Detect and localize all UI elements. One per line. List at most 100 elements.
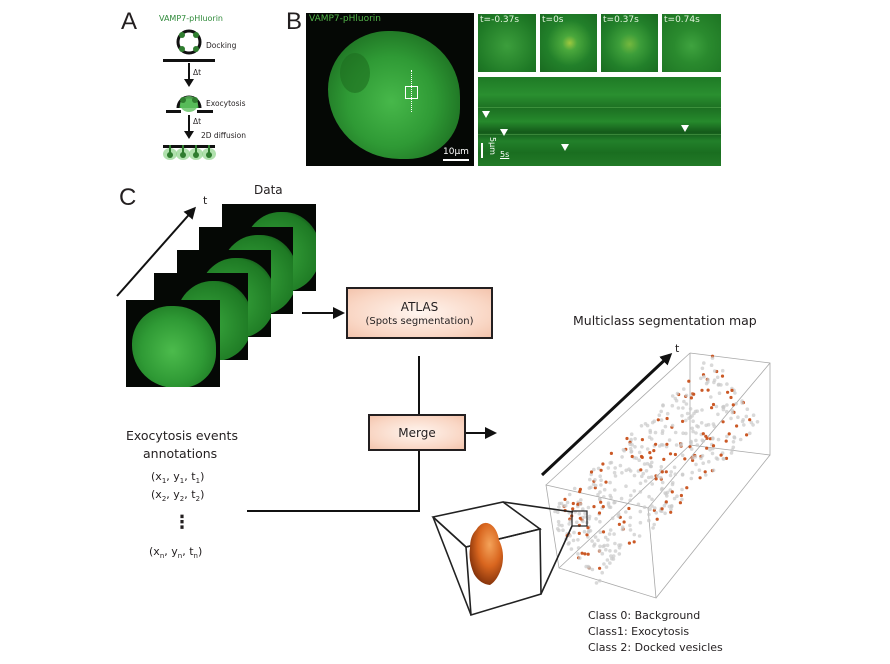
docked-vesicle-point <box>660 486 664 491</box>
exocytosis-point <box>625 436 629 441</box>
docked-vesicle-point <box>576 538 580 542</box>
docked-vesicle-point <box>650 504 654 508</box>
docked-vesicle-point <box>690 470 694 475</box>
docked-vesicle-point <box>556 510 560 514</box>
exocytosis-point <box>592 505 596 509</box>
exocytosis-point <box>577 531 581 536</box>
docked-vesicle-point <box>670 394 675 398</box>
atlas-box: ATLAS (Spots segmentation) <box>346 287 493 339</box>
exocytosis-blob-icon <box>469 522 503 585</box>
exocytosis-point <box>711 444 716 448</box>
exocytosis-point <box>632 540 636 544</box>
annotation-coord-1: (x1, y1, t1) <box>151 470 205 486</box>
docked-vesicle-point <box>695 443 700 447</box>
zoom-region-box <box>571 510 588 527</box>
docked-vesicle-point <box>610 516 615 521</box>
docked-vesicle-point <box>607 532 612 536</box>
docked-vesicle-point <box>640 445 644 449</box>
annotation-coord-n: (xn, yn, tn) <box>149 545 203 561</box>
docked-vesicle-point <box>639 424 644 428</box>
exocytosis-point <box>578 516 582 520</box>
docked-vesicle-point <box>589 472 593 477</box>
event-marker-icon <box>561 144 569 151</box>
docked-vesicle-point <box>606 538 610 542</box>
exocytosis-point <box>648 451 652 455</box>
docked-vesicle-point <box>660 480 665 485</box>
docked-vesicle-point <box>609 495 613 500</box>
exocytosis-point <box>719 453 723 457</box>
frame-time-3: t=0.37s <box>603 15 639 25</box>
annotation-ellipsis: ⋮ <box>173 512 191 533</box>
docked-vesicle-point <box>620 525 625 529</box>
exocytosis-point <box>652 449 656 453</box>
docked-vesicle-point <box>687 416 691 421</box>
docked-vesicle-point <box>725 382 729 386</box>
exocytosis-point <box>729 395 733 400</box>
frame-thumb-2: t=0s <box>540 14 597 72</box>
docked-vesicle-point <box>632 473 637 478</box>
exocytosis-point <box>586 526 590 530</box>
exocytosis-point <box>571 501 575 506</box>
docked-vesicle-point <box>672 496 677 501</box>
docked-vesicle-point <box>650 420 655 425</box>
docked-vesicle-point <box>601 544 605 549</box>
exocytosis-point <box>720 374 725 378</box>
docked-vesicle-point <box>703 473 708 477</box>
docked-vesicle-point <box>707 459 711 464</box>
docked-vesicle-point <box>669 507 673 512</box>
docked-vesicle-point <box>711 436 715 441</box>
exocytosis-point <box>662 457 666 461</box>
time-axis-label: t <box>203 194 208 207</box>
docked-vesicle-point <box>680 453 685 458</box>
exocytosis-point <box>730 388 734 392</box>
docked-vesicle-point <box>669 504 674 509</box>
scalebar-main-label: 10μm <box>443 147 469 157</box>
docked-vesicle-point <box>638 509 643 514</box>
docked-vesicle-point <box>738 437 743 442</box>
zoomed-cube <box>431 501 574 617</box>
docked-vesicle-point <box>605 558 610 562</box>
docked-vesicle-point <box>647 494 651 499</box>
docked-vesicle-point <box>672 465 677 470</box>
docked-vesicle-point <box>617 552 622 556</box>
atlas-title: ATLAS <box>400 299 439 314</box>
docked-vesicle-point <box>674 398 679 403</box>
annotations-title-1: Exocytosis events <box>126 428 238 443</box>
exocytosis-point <box>665 416 669 421</box>
docked-vesicle-point <box>598 544 602 549</box>
docked-vesicle-point <box>700 453 705 458</box>
stage-diffusion-label: 2D diffusion <box>201 131 247 140</box>
docked-vesicle-point <box>649 475 654 479</box>
docked-vesicle-point <box>680 473 685 477</box>
docked-vesicle-point <box>645 461 650 466</box>
docked-vesicle-point <box>590 539 594 543</box>
docked-vesicle-point <box>684 418 688 423</box>
docked-vesicle-point <box>608 480 612 485</box>
docked-vesicle-point <box>681 406 685 410</box>
docked-vesicle-point <box>659 409 663 414</box>
exocytosis-point <box>617 522 622 527</box>
kymograph: 5μm 5s <box>478 77 721 166</box>
data-title: Data <box>254 183 283 197</box>
docked-vesicle-point <box>613 466 617 470</box>
docked-vesicle-point <box>670 403 675 408</box>
map-bounding-box <box>545 352 771 599</box>
docked-vesicle-point <box>748 431 752 436</box>
docked-vesicle-point <box>699 456 703 461</box>
docked-vesicle-point <box>660 429 665 433</box>
docked-vesicle-point <box>710 451 715 456</box>
map-time-label: t <box>675 342 680 355</box>
exocytosis-point <box>683 457 687 461</box>
docked-vesicle-point <box>657 444 662 448</box>
exocytosis-point <box>664 500 668 504</box>
docked-vesicle-point <box>704 423 708 428</box>
exocytosis-point <box>604 480 608 484</box>
exocytosis-point <box>701 432 705 436</box>
docked-vesicle-point <box>624 484 628 489</box>
exocytosis-point <box>692 392 696 396</box>
docked-vesicle-icon <box>176 29 202 55</box>
exocytosis-point <box>664 470 668 474</box>
exocytosis-point <box>627 541 632 545</box>
docked-vesicle-point <box>695 409 699 414</box>
docked-vesicle-point <box>612 470 617 475</box>
